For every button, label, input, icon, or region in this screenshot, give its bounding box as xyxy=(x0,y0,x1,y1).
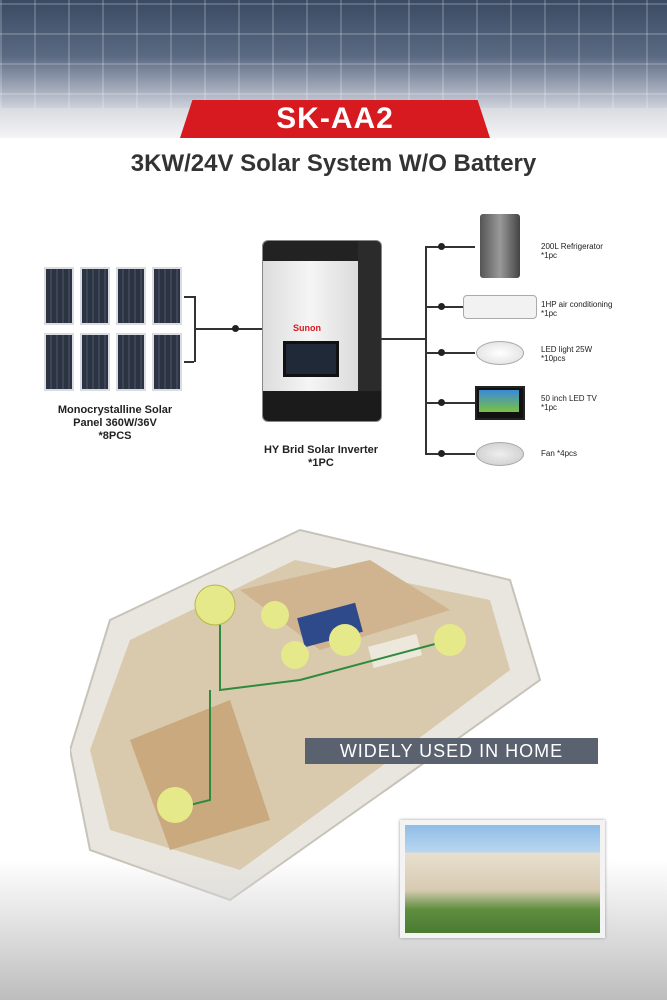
solar-panel xyxy=(152,333,182,391)
appliance-qty: *1pc xyxy=(541,251,558,260)
led-light-icon xyxy=(476,341,524,365)
inverter-image: Sunon xyxy=(262,240,382,422)
appliance-qty: *1pc xyxy=(541,403,558,412)
appliance-qty: *10pcs xyxy=(541,354,566,363)
wire xyxy=(425,402,475,404)
wire xyxy=(194,328,262,330)
inverter-caption: HY Brid Solar Inverter *1PC xyxy=(236,444,406,470)
connector-icon xyxy=(232,325,239,332)
inverter-display xyxy=(283,341,339,377)
appliance-name: 50 inch LED TV xyxy=(541,394,597,403)
appliance-label: 50 inch LED TV *1pc xyxy=(541,394,597,412)
appliance-name: 200L Refrigerator xyxy=(541,242,603,251)
connector-icon xyxy=(438,243,445,250)
appliance-name: Fan *4pcs xyxy=(541,449,578,458)
wire xyxy=(184,361,194,363)
wire xyxy=(425,246,475,248)
usage-banner-text: WIDELY USED IN HOME xyxy=(339,740,564,761)
model-title: SK-AA2 xyxy=(276,102,394,135)
wire xyxy=(380,338,426,340)
solar-panel-caption-line3: *8PCS xyxy=(98,430,132,442)
inverter-top xyxy=(263,241,381,261)
appliance-label: Fan *4pcs xyxy=(541,449,577,458)
connector-icon xyxy=(438,450,445,457)
solar-panel xyxy=(116,333,146,391)
appliance-name: 1HP air conditioning xyxy=(541,300,613,309)
solar-panel-caption-line2: Panel 360W/36V xyxy=(73,417,157,429)
connector-icon xyxy=(438,399,445,406)
solar-panel xyxy=(44,333,74,391)
inverter-base xyxy=(263,391,381,421)
townhouse-photo xyxy=(400,820,605,938)
tv-icon xyxy=(475,386,525,420)
refrigerator-icon xyxy=(480,214,520,278)
inverter-caption-line1: HY Brid Solar Inverter xyxy=(263,444,379,456)
connector-icon xyxy=(438,349,445,356)
solar-panel xyxy=(116,267,146,325)
house-floorplan-illustration xyxy=(70,528,542,902)
air-conditioner-icon xyxy=(463,295,537,319)
appliance-qty: *1pc xyxy=(541,309,558,318)
model-badge: SK-AA2 xyxy=(180,100,490,138)
solar-panel-array xyxy=(44,267,184,395)
appliance-label: 200L Refrigerator *1pc xyxy=(541,242,603,260)
usage-banner: WIDELY USED IN HOME xyxy=(305,738,598,764)
appliance-label: LED light 25W *10pcs xyxy=(541,345,592,363)
inverter-caption-line2: *1PC xyxy=(308,457,334,469)
wire xyxy=(184,296,194,298)
wire xyxy=(425,453,475,455)
solar-panel xyxy=(80,267,110,325)
solar-panel xyxy=(44,267,74,325)
connector-icon xyxy=(438,303,445,310)
appliance-label: 1HP air conditioning *1pc xyxy=(541,300,612,318)
fan-icon xyxy=(476,442,524,466)
solar-panel-caption: Monocrystalline Solar Panel 360W/36V *8P… xyxy=(30,404,200,443)
bus-wire xyxy=(425,246,427,454)
appliance-name: LED light 25W xyxy=(541,345,593,354)
inverter-heatsink xyxy=(358,241,381,421)
solar-panel-caption-line1: Monocrystalline Solar xyxy=(57,404,173,416)
wire xyxy=(425,352,475,354)
solar-panel xyxy=(152,267,182,325)
solar-panel xyxy=(80,333,110,391)
inverter-brand-logo: Sunon xyxy=(293,323,321,333)
page-subtitle: 3KW/24V Solar System W/O Battery xyxy=(130,150,537,177)
